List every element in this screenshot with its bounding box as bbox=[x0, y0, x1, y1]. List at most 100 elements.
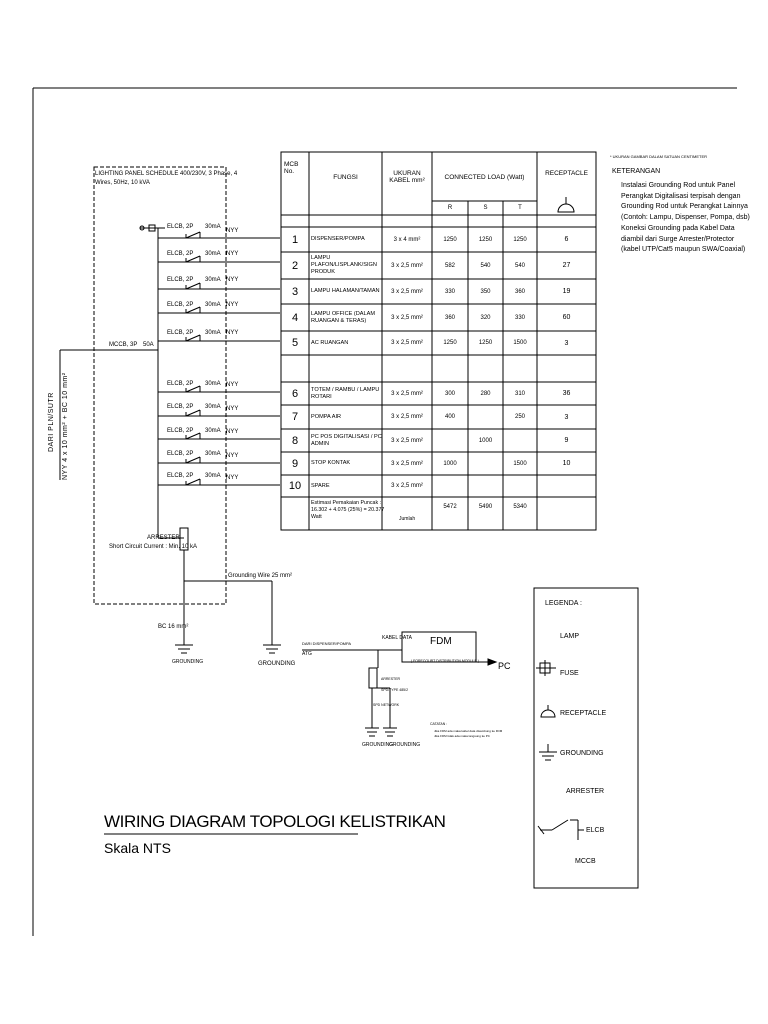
row-t: 540 bbox=[514, 262, 525, 269]
receptacle-header-icon bbox=[557, 203, 575, 213]
legend-elcb: ELCB bbox=[586, 827, 605, 834]
row-receptacle: 60 bbox=[562, 314, 571, 321]
row-r: 330 bbox=[444, 288, 455, 295]
row-fungsi: PC POS DIGITALISASI / PC ADMIN bbox=[311, 433, 382, 447]
fuse-symbol-top bbox=[148, 224, 156, 232]
row-t: 310 bbox=[514, 390, 525, 397]
note-line: diambil dari Surge Arrester/Protector bbox=[621, 235, 735, 243]
row-r: 1000 bbox=[443, 460, 457, 467]
legend-grounding: GROUNDING bbox=[560, 750, 604, 757]
elcb-rating: 30mA bbox=[205, 473, 221, 479]
row-no: 4 bbox=[291, 311, 299, 324]
row-receptacle: 3 bbox=[564, 339, 569, 347]
note-line: Grounding Rod untuk Perangkat Lainnya bbox=[621, 203, 748, 211]
cable-label: NYY bbox=[226, 228, 239, 234]
fdm-sublabel: ( FORECOURT DISTRIBUTION MODULE ) bbox=[411, 659, 479, 663]
header-mcb: MCB No. bbox=[284, 161, 299, 175]
elcb-rating: 30mA bbox=[205, 381, 221, 387]
cable-label: NYY bbox=[226, 382, 239, 388]
row-receptacle: 6 bbox=[564, 236, 569, 243]
legend-box bbox=[533, 587, 639, 889]
row-receptacle: 36 bbox=[562, 390, 571, 397]
row-fungsi: LAMPU OFFICE (DALAM RUANGAN & TERAS) bbox=[311, 310, 376, 324]
data-arrester-label: ARRESTER bbox=[381, 677, 401, 681]
row-s bbox=[468, 405, 503, 429]
elcb-label: ELCB, 2P bbox=[167, 302, 194, 308]
legend-arrester: ARRESTER bbox=[566, 788, 605, 795]
row-fungsi: AC RUANGAN bbox=[311, 339, 349, 346]
row-ukuran: 3 x 2,5 mm² bbox=[391, 288, 423, 295]
mccb-label: MCCB, 3P bbox=[109, 342, 138, 348]
data-grounding-1: GROUNDING bbox=[362, 742, 394, 748]
row-no: 5 bbox=[291, 337, 299, 349]
row-s: 1250 bbox=[478, 340, 493, 346]
elcb-rating: 30mA bbox=[205, 428, 221, 434]
grounding-wire-label: Grounding Wire 25 mm² bbox=[228, 573, 293, 579]
row-r: 1250 bbox=[443, 236, 457, 243]
data-source-label: DARI DISPENSER/POMPA bbox=[302, 641, 352, 646]
data-grounding-2: GROUNDING bbox=[389, 742, 421, 748]
cable-label: NYY bbox=[226, 406, 239, 412]
legend-mccb: MCCB bbox=[575, 858, 596, 865]
elcb-label: ELCB, 2P bbox=[167, 473, 194, 479]
cable-label: NYY bbox=[226, 453, 239, 459]
atg-label: ATG bbox=[302, 651, 312, 657]
mccb-rating: 50A bbox=[143, 342, 154, 348]
short-circuit-label: Short Circuit Current : Min. 10 kA bbox=[109, 544, 198, 550]
header-fungsi: FUNGSI bbox=[333, 173, 358, 181]
total-label: Estimasi Pemakaian Puncak : 16.302 + 4.0… bbox=[311, 499, 385, 520]
schedule-table-grid bbox=[280, 151, 597, 531]
cable-label: NYY bbox=[226, 475, 239, 481]
row-r bbox=[432, 475, 468, 497]
row-no: 6 bbox=[291, 387, 299, 400]
header-receptacle: RECEPTACLE bbox=[545, 169, 588, 177]
cable-label: NYY bbox=[226, 302, 239, 308]
row-r: 400 bbox=[444, 414, 455, 420]
cable-label: NYY bbox=[226, 429, 239, 435]
row-s: 350 bbox=[480, 288, 491, 295]
row-t bbox=[503, 429, 537, 452]
elcb-label: ELCB, 2P bbox=[167, 277, 194, 283]
legend-receptacle: RECEPTACLE bbox=[560, 710, 607, 717]
row-receptacle: 3 bbox=[564, 413, 569, 421]
row-fungsi: POMPA AIR bbox=[311, 413, 342, 420]
notes-list: Instalasi Grounding Rod untuk Panel Pera… bbox=[621, 181, 750, 256]
row-s: 1250 bbox=[478, 236, 493, 243]
drawing-scale: Skala NTS bbox=[104, 840, 171, 856]
row-no: 1 bbox=[291, 233, 299, 246]
row-fungsi: TOTEM / RAMBU / LAMPU ROTARI bbox=[311, 386, 380, 400]
notes-top-small: * UKURAN GAMBAR DALAM SATUAN CENTIMETER bbox=[610, 154, 708, 159]
row-s bbox=[468, 475, 503, 497]
row-r: 582 bbox=[444, 262, 455, 269]
header-ukuran: UKURAN KABEL mm² bbox=[389, 170, 425, 184]
cable-label: NYY bbox=[226, 277, 239, 283]
row-receptacle: 9 bbox=[564, 437, 569, 444]
row-t bbox=[503, 475, 537, 497]
elcb-rating: 30mA bbox=[205, 404, 221, 410]
row-ukuran: 3 x 2,5 mm² bbox=[391, 437, 423, 444]
catatan-label: CATATAN : bbox=[430, 722, 448, 726]
spd-label: SPD/TYPE 485/2 bbox=[381, 688, 409, 692]
elcb-label: ELCB, 2P bbox=[167, 428, 194, 434]
row-r: 360 bbox=[444, 314, 455, 321]
note-line: (Contoh: Lampu, Dispenser, Pompa, dsb) bbox=[621, 214, 750, 222]
total-r: 5472 bbox=[443, 504, 457, 510]
elcb-rating: 30mA bbox=[205, 302, 221, 308]
note-line: Perangkat Digitalisasi terpisah dengan bbox=[621, 192, 741, 200]
row-ukuran: 3 x 2,5 mm² bbox=[391, 460, 423, 467]
total-s: 5490 bbox=[478, 504, 493, 510]
row-s: 540 bbox=[480, 262, 491, 269]
header-s: S bbox=[483, 205, 488, 211]
feeder-cable-label: NYY 4 x 10 mm² + BC 10 mm² bbox=[62, 372, 69, 480]
row-r: 300 bbox=[444, 390, 455, 397]
elcb-label: ELCB, 2P bbox=[167, 251, 194, 257]
lamp-symbol-top bbox=[139, 225, 145, 231]
elcb-rating: 30mA bbox=[205, 224, 221, 230]
branch-lines-top bbox=[158, 237, 280, 486]
arrester-label: ARRESTER bbox=[147, 535, 180, 541]
row-fungsi: SPARE bbox=[311, 482, 330, 489]
row-r bbox=[432, 429, 468, 452]
panel-title-1: LIGHTING PANEL SCHEDULE 400/230V, 3 Phas… bbox=[95, 171, 238, 177]
